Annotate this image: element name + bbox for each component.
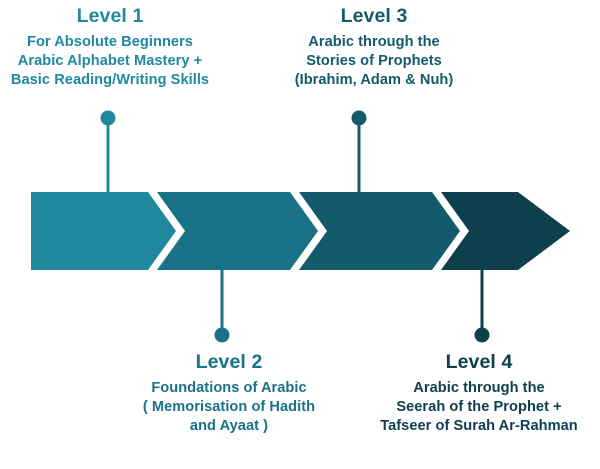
connector-dot-level-4	[474, 327, 490, 343]
connector-dot-level-1	[100, 110, 116, 126]
chevron-segment-level-2[interactable]	[157, 192, 318, 270]
level-title-2: Level 2	[195, 351, 263, 373]
chevron-segment-level-1[interactable]	[31, 192, 176, 270]
label-block-level-2: Level 2 Foundations of Arabic( Memorisat…	[118, 350, 340, 436]
chevron-segment-level-3[interactable]	[299, 192, 460, 270]
chevron-segment-level-4[interactable]	[441, 192, 570, 270]
connector-dot-level-3	[351, 110, 367, 126]
level-desc-2: Foundations of Arabic( Memorisation of H…	[142, 379, 316, 435]
level-title-4: Level 4	[445, 351, 513, 373]
connector-dot-level-2	[214, 327, 230, 343]
level-title-1: Level 1	[76, 5, 144, 27]
level-title-3: Level 3	[340, 5, 408, 27]
